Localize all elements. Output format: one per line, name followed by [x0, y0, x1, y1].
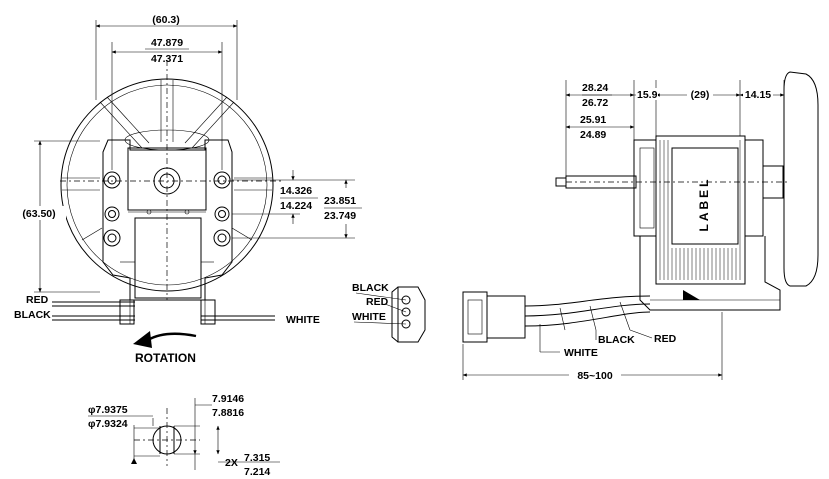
- base-plate: [639, 236, 781, 311]
- front-wires: [52, 299, 275, 325]
- dim-d: 14.15: [745, 89, 771, 101]
- connector-white-label: WHITE: [352, 311, 386, 323]
- coil-body: [655, 135, 746, 285]
- shaft-dia-max: φ7.9375: [88, 404, 128, 416]
- front-wire-black-label: BLACK: [14, 309, 51, 321]
- label-area: [671, 147, 739, 245]
- rotation-label: ROTATION: [135, 351, 196, 365]
- dim-overall-width: (60.3): [152, 14, 179, 26]
- coil-winding-hatch: [659, 140, 741, 280]
- side-wire-white-label: WHITE: [564, 347, 598, 359]
- shaft-flat-max: 7.315: [244, 452, 270, 464]
- connector-red-label: RED: [366, 296, 389, 308]
- shaft-across-min: 7.8816: [212, 407, 244, 419]
- shaft-detail: φ7.9375 φ7.9324 7.9146 7.8816 2X 7.315 7…: [88, 393, 280, 478]
- dim-mount-width-min: 47.371: [151, 53, 183, 65]
- dim-a-max: 28.24: [582, 82, 608, 94]
- dim-mount-height-max: 23.851: [324, 195, 356, 207]
- side-wire-red-label: RED: [654, 333, 677, 345]
- dim-a-min: 26.72: [582, 97, 608, 109]
- dim-lead-length: 85~100: [577, 370, 612, 382]
- harness-connector: [462, 291, 488, 343]
- mounting-holes: [103, 171, 231, 247]
- front-view: (60.3) 47.879 47.371 (63.50) 14.326 14.2…: [12, 14, 362, 365]
- front-bracket: [633, 139, 657, 237]
- rear-bracket: [744, 139, 764, 237]
- side-wire-black-label: BLACK: [598, 334, 635, 346]
- motor-frame: [102, 139, 233, 301]
- shaft-flat-min: 7.214: [244, 466, 270, 478]
- dim-hole-spacing-min: 14.224: [280, 200, 312, 212]
- shaft-flat-prefix: 2X: [225, 457, 238, 469]
- fan-wheel-side: [783, 71, 819, 287]
- side-harness: [462, 291, 651, 343]
- rotation-arrow-head: [133, 331, 152, 348]
- front-wire-white-label: WHITE: [286, 314, 320, 326]
- stator-stack: [134, 217, 202, 299]
- dim-e-max: 25.91: [580, 114, 606, 126]
- rotation-arrow-shaft: [147, 332, 197, 342]
- dim-hole-spacing-max: 14.326: [280, 185, 312, 197]
- dim-e-min: 24.89: [580, 129, 606, 141]
- dim-b: 15.9: [637, 89, 658, 101]
- shaft-dia-min: φ7.9324: [88, 418, 128, 430]
- shaft-across-max: 7.9146: [212, 393, 244, 405]
- side-view: LABEL WHITE BLACK RED 85~100: [462, 71, 819, 382]
- dim-c: (29): [691, 89, 710, 101]
- front-wire-red-label: RED: [26, 294, 49, 306]
- fan-wheel-inner: [66, 84, 268, 286]
- dim-mount-width-max: 47.879: [151, 37, 183, 49]
- dim-overall-height: (63.50): [22, 208, 55, 220]
- connector-body: [397, 286, 426, 343]
- dim-mount-height-min: 23.749: [324, 210, 356, 222]
- connector-view: BLACK RED WHITE: [352, 282, 426, 343]
- connector-black-label: BLACK: [352, 282, 389, 294]
- label-text: LABEL: [697, 177, 711, 232]
